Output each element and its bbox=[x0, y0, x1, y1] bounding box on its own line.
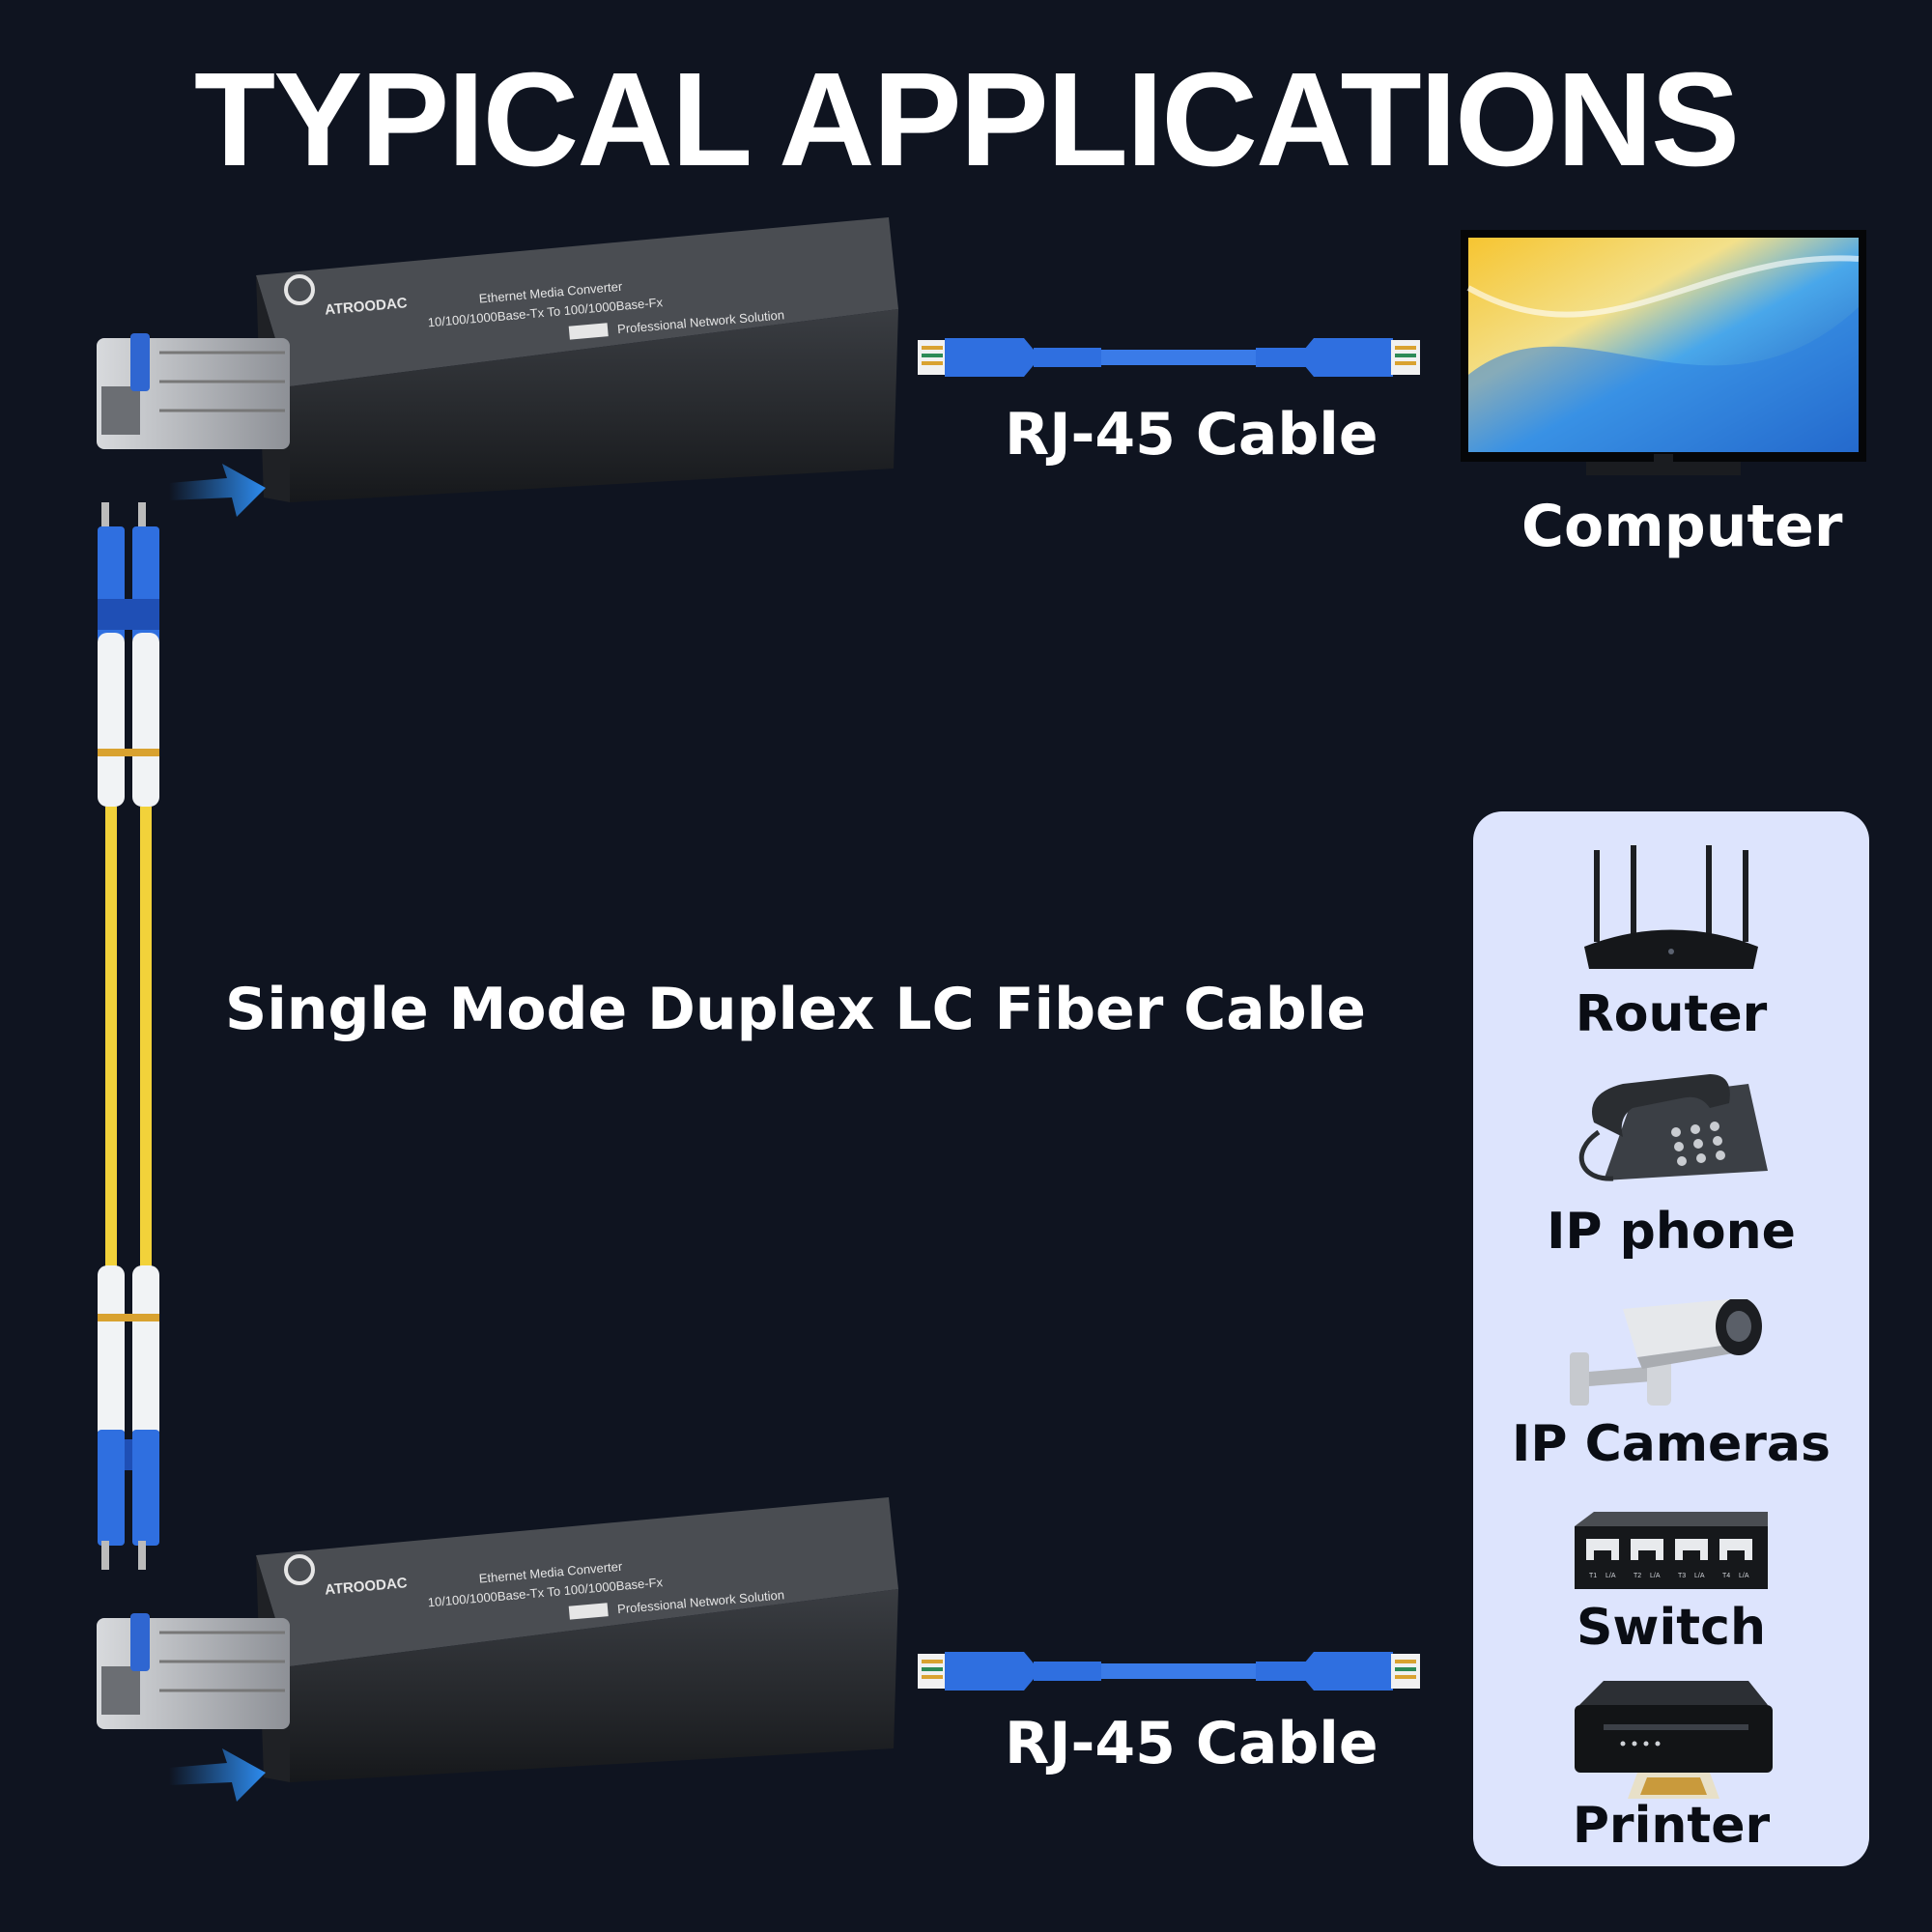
switch-port-label: T3 bbox=[1678, 1573, 1686, 1579]
brand-logo-icon bbox=[284, 1554, 315, 1585]
device-label-ip-phone: IP phone bbox=[1547, 1203, 1796, 1261]
device-panel: Router IP phone IP Cameras bbox=[1473, 811, 1869, 1866]
switch-port-label: T1 bbox=[1589, 1573, 1597, 1579]
device-label-printer: Printer bbox=[1572, 1797, 1771, 1855]
rj45-label-bottom: RJ-45 Cable bbox=[1005, 1710, 1378, 1777]
media-converter-bottom: ATROODAC Ethernet Media Converter 10/100… bbox=[97, 1497, 898, 1782]
switch-port-label: L/A bbox=[1694, 1573, 1705, 1579]
brand-logo-icon bbox=[284, 274, 315, 305]
computer-label: Computer bbox=[1521, 493, 1843, 560]
arrow-top-icon bbox=[169, 464, 266, 517]
router-icon bbox=[1584, 845, 1758, 969]
fiber-label: Single Mode Duplex LC Fiber Cable bbox=[225, 976, 1366, 1043]
switch-port-label: T2 bbox=[1634, 1573, 1641, 1579]
media-converter-top: ATROODAC Ethernet Media Converter 10/100… bbox=[97, 217, 898, 502]
switch-port-label: L/A bbox=[1739, 1573, 1749, 1579]
rj45-label-top: RJ-45 Cable bbox=[1005, 401, 1378, 469]
device-label-router: Router bbox=[1575, 985, 1768, 1043]
phone-icon bbox=[1578, 1074, 1768, 1181]
printer-icon bbox=[1575, 1681, 1773, 1799]
rj45-cable-top bbox=[918, 338, 1420, 377]
switch-port-label: T4 bbox=[1722, 1573, 1730, 1579]
arrow-bottom-icon bbox=[169, 1748, 266, 1802]
switch-icon: T1 L/A T2 L/A T3 L/A T4 L/A bbox=[1575, 1512, 1768, 1589]
switch-port-label: L/A bbox=[1650, 1573, 1661, 1579]
fiber-cable bbox=[98, 502, 159, 1570]
device-label-ip-cameras: IP Cameras bbox=[1512, 1415, 1831, 1473]
page-title: TYPICAL APPLICATIONS bbox=[193, 45, 1740, 194]
computer-monitor-icon bbox=[1461, 230, 1866, 475]
device-label-switch: Switch bbox=[1576, 1599, 1766, 1657]
rj45-cable-bottom bbox=[918, 1652, 1420, 1690]
camera-icon bbox=[1570, 1299, 1762, 1406]
switch-port-label: L/A bbox=[1605, 1573, 1616, 1579]
sfp-module-top bbox=[97, 333, 290, 449]
sfp-module-bottom bbox=[97, 1613, 290, 1729]
